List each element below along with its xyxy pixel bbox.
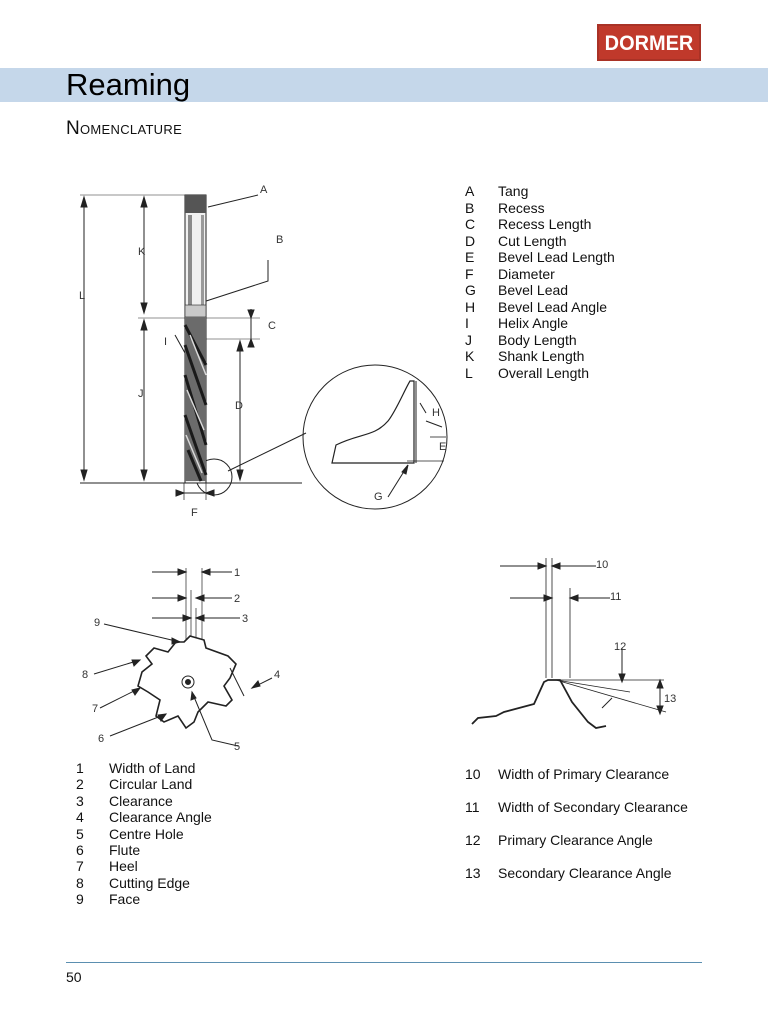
label-4: 4 [274,669,280,681]
dim-k-arrow-bottom [140,302,148,315]
label-h: H [432,407,440,419]
label-i: I [164,336,167,348]
section-subtitle: Nomenclature [66,118,183,139]
page-title: Reaming [66,67,191,102]
label-j: J [138,388,144,400]
footer-rule [66,962,702,963]
label-d: D [235,400,243,412]
reamer-diagram: A B C D E F G H I J K L [79,184,448,519]
label-b: B [276,234,283,246]
dim-j-arrow-bottom [140,469,148,482]
label-c: C [268,320,276,332]
label-7: 7 [92,703,98,715]
label-8: 8 [82,669,88,681]
label-f: F [191,507,198,519]
label-1: 1 [234,567,240,579]
label-9: 9 [94,617,100,629]
dim-l-arrow-bottom [80,469,88,482]
label-13: 13 [664,693,676,705]
dim-l-arrow-top [80,195,88,208]
label-12: 12 [614,641,626,653]
cross-section-diagram: 1 2 3 4 5 6 7 8 9 [82,567,280,753]
label-3: 3 [242,613,248,625]
centre-hole [181,675,195,689]
dim-k-arrow-top [140,195,148,208]
tooth-profile [471,679,607,729]
dormer-logo: DORMER [597,24,701,61]
title-band: Reaming [0,68,768,102]
label-11: 11 [610,591,621,603]
label-2: 2 [234,593,240,605]
label-a: A [260,184,268,196]
page-number: 50 [66,969,82,985]
label-k: K [138,246,146,258]
dim-j-arrow-top [140,318,148,331]
label-5: 5 [234,741,240,753]
logo-text: DORMER [604,32,694,55]
clearance-diagram: 10 11 12 13 [471,558,676,729]
label-g: G [374,491,383,503]
label-6: 6 [98,733,104,745]
reamer-tang [185,195,206,213]
label-e: E [439,441,446,453]
label-l: L [79,290,85,302]
label-10: 10 [596,559,608,571]
detail-circle-large [302,364,448,510]
